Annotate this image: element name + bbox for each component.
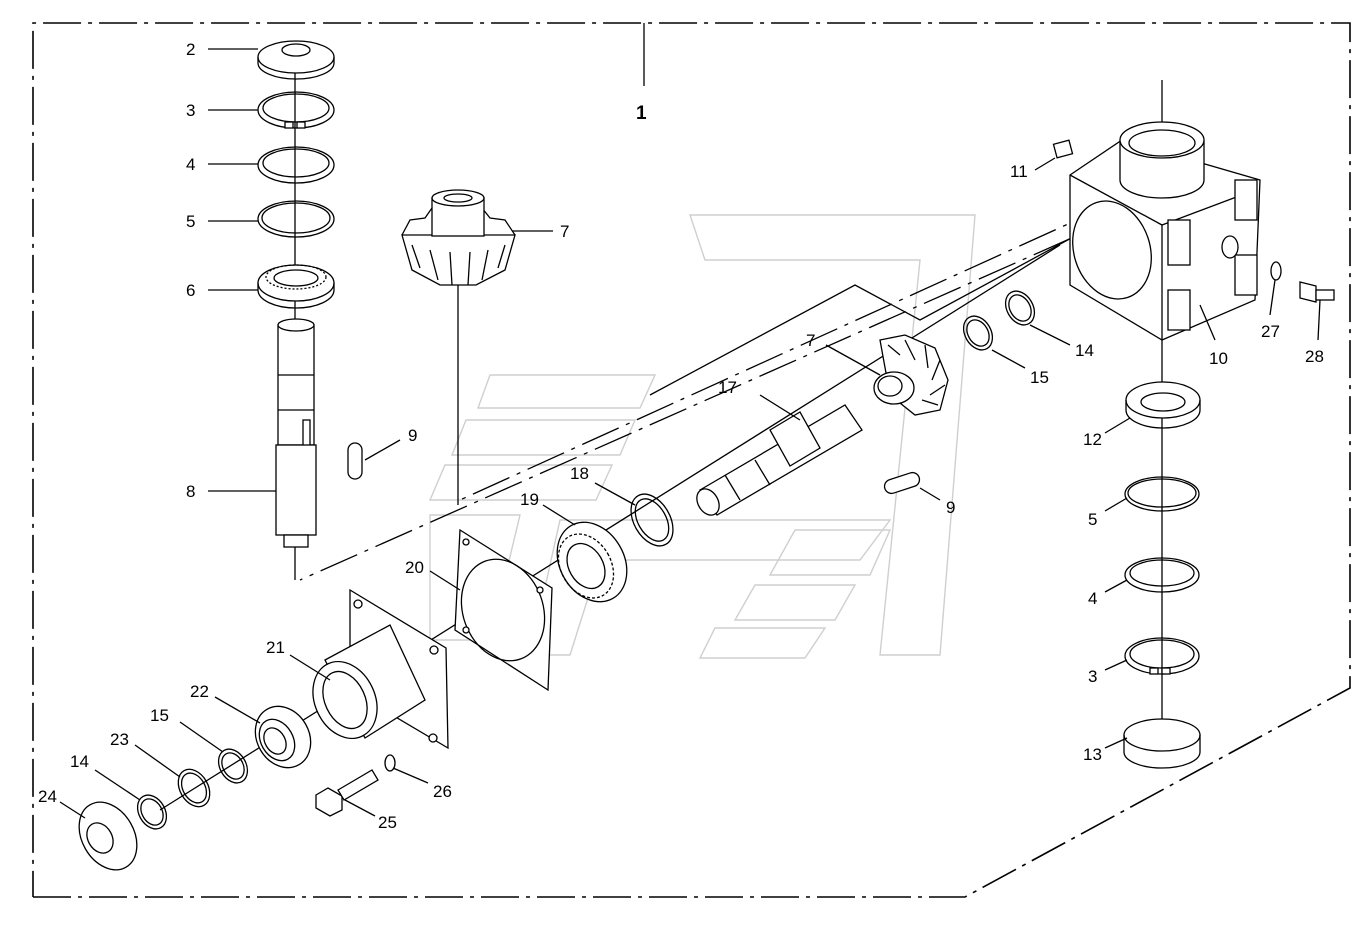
- part-28-breather: [1299, 281, 1335, 303]
- label-27: 27: [1261, 322, 1280, 341]
- label-5: 5: [186, 212, 195, 231]
- leader-lines: [59, 48, 1321, 819]
- label-8: 8: [186, 482, 195, 501]
- part-2-cap: [257, 40, 335, 80]
- label-3: 3: [186, 101, 195, 120]
- part-10-housing: [1069, 121, 1261, 341]
- label-2: 2: [186, 40, 195, 59]
- part-5-ring: [257, 200, 335, 238]
- part-23-ring: [177, 768, 211, 808]
- part-7-bevel-gear-top: [401, 189, 516, 286]
- part-15-ring-lower: [217, 748, 249, 784]
- label-20: 20: [405, 558, 424, 577]
- label-6: 6: [186, 281, 195, 300]
- part-14-circlip-lower: [136, 794, 168, 830]
- part-8-shaft: [275, 318, 317, 548]
- label-12: 12: [1083, 430, 1102, 449]
- label-21: 21: [266, 638, 285, 657]
- part-25-bolt: [315, 769, 379, 817]
- part-4-washer: [257, 146, 335, 184]
- part-labels: 2 3 4 5 6 7 7 8 9 9 10 11 12 13 14 14 15…: [38, 40, 1324, 832]
- label-3-right: 3: [1088, 667, 1097, 686]
- part-24-cap: [78, 801, 138, 871]
- label-17: 17: [718, 378, 737, 397]
- part-18-ring: [630, 493, 674, 547]
- label-15-upper: 15: [1030, 368, 1049, 387]
- part-6-bearing: [257, 264, 335, 309]
- label-13: 13: [1083, 745, 1102, 764]
- part-9-key-left: [347, 442, 363, 480]
- label-23: 23: [110, 730, 129, 749]
- label-7-right: 7: [806, 331, 815, 350]
- label-9-right: 9: [946, 498, 955, 517]
- part-3-circlip: [257, 91, 335, 129]
- part-22-bearing: [254, 705, 312, 769]
- label-7-top: 7: [560, 222, 569, 241]
- part-27-washer: [1270, 261, 1282, 281]
- part-17-splined-shaft: [696, 404, 863, 516]
- label-26: 26: [433, 782, 452, 801]
- label-4: 4: [186, 155, 195, 174]
- part-7-bevel-gear-right: [873, 334, 949, 416]
- label-18: 18: [570, 464, 589, 483]
- part-5-ring-right: [1124, 476, 1200, 512]
- part-3-circlip-right: [1124, 637, 1200, 675]
- part-12-bearing: [1125, 381, 1201, 429]
- label-22: 22: [190, 682, 209, 701]
- part-19-bearing: [556, 521, 628, 603]
- label-10: 10: [1209, 349, 1228, 368]
- part-13-cap: [1123, 718, 1201, 769]
- label-19: 19: [520, 490, 539, 509]
- label-28: 28: [1305, 347, 1324, 366]
- part-15-ring-upper: [962, 315, 994, 351]
- label-9-left: 9: [408, 426, 417, 445]
- part-4-washer-right: [1124, 557, 1200, 593]
- label-25: 25: [378, 813, 397, 832]
- assembly-number: 1: [636, 103, 647, 124]
- part-26-washer: [384, 754, 396, 772]
- label-14-lower: 14: [70, 752, 89, 771]
- label-14-upper: 14: [1075, 341, 1094, 360]
- part-20-gasket: [454, 528, 553, 692]
- part-9-key-right: [883, 471, 921, 495]
- label-15-lower: 15: [150, 706, 169, 725]
- label-11: 11: [1010, 162, 1028, 181]
- part-11-plug: [1052, 139, 1074, 159]
- part-14-circlip-upper: [1004, 290, 1036, 326]
- assembly-boundary: 1: [32, 22, 1351, 898]
- part-21-flange-housing: [312, 588, 449, 750]
- label-5-right: 5: [1088, 510, 1097, 529]
- label-24: 24: [38, 787, 57, 806]
- label-4-right: 4: [1088, 589, 1097, 608]
